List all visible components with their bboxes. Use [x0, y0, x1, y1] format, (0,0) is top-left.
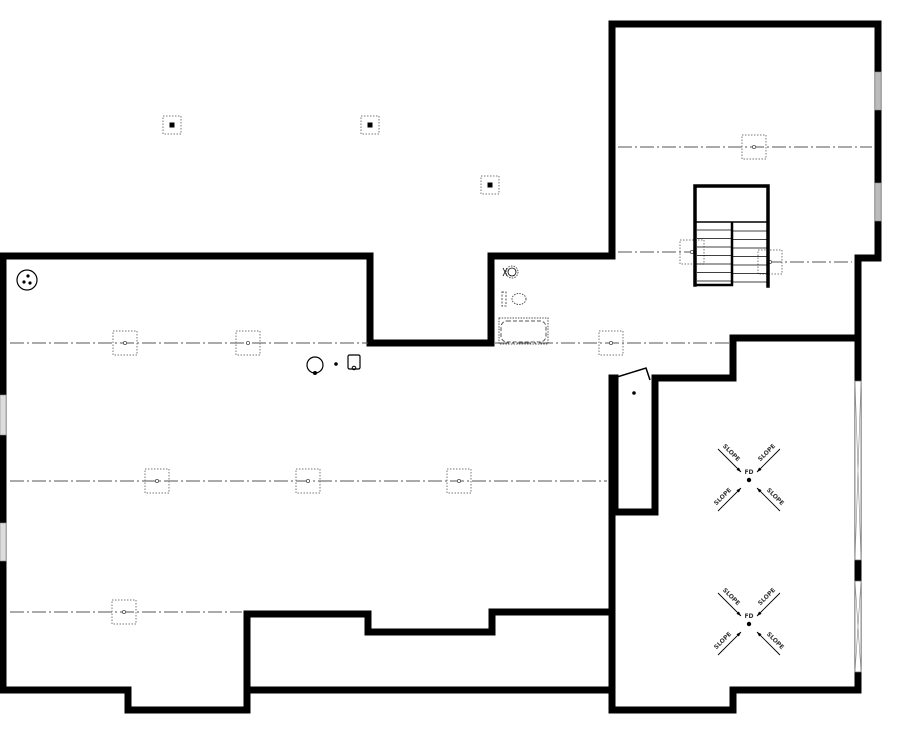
drain-icon: [746, 621, 752, 627]
recessed-light-icon: [162, 115, 182, 135]
light-fixtures: [111, 115, 783, 625]
ceiling-lines: [10, 146, 872, 613]
windows: [0, 71, 882, 673]
slope-label: SLOPE: [713, 487, 733, 507]
ceiling-light-icon: [112, 330, 138, 356]
recessed-light-icon: [480, 175, 500, 195]
ceiling-light-icon: [111, 599, 137, 625]
bath-fixtures: [498, 265, 549, 345]
drain-label: FD: [744, 613, 753, 620]
ceiling-light-icon: [741, 134, 767, 160]
ceiling-light-icon: [295, 468, 321, 494]
exterior-wall: [0, 20, 882, 714]
recessed-light-icon: [360, 115, 380, 135]
ceiling-light-icon: [679, 239, 705, 265]
drain-label: FD: [744, 469, 753, 476]
window: [874, 182, 882, 222]
slope-label: SLOPE: [765, 487, 785, 507]
sump-pump-icon: [306, 356, 338, 375]
bathtub-icon: [498, 317, 549, 345]
closet-wall: [611, 374, 659, 516]
lower-left-wall: [0, 252, 616, 714]
drain-icon: [746, 477, 752, 483]
closet-door[interactable]: [616, 367, 651, 381]
slope-label: SLOPE: [757, 443, 777, 463]
slope-arrow: [717, 631, 742, 656]
slope-arrow: [756, 487, 781, 512]
slope-arrow: [756, 592, 781, 617]
ceiling-light-icon: [235, 330, 261, 356]
water-heater-icon: [16, 269, 38, 291]
window: [874, 71, 882, 111]
sink-icon: [505, 265, 519, 279]
closet-fixture: [632, 391, 636, 395]
staircase[interactable]: [693, 184, 770, 288]
toilet-icon: [501, 291, 507, 307]
slope-label: SLOPE: [713, 631, 733, 651]
slope-arrow: [717, 487, 742, 512]
slope-arrow: [756, 631, 781, 656]
slope-arrow: [717, 448, 742, 473]
slope-label: SLOPE: [765, 631, 785, 651]
slope-arrow: [756, 448, 781, 473]
ceiling-light-icon: [144, 468, 170, 494]
ceiling-light-icon: [598, 330, 624, 356]
slope-arrow: [717, 592, 742, 617]
slope-label: SLOPE: [721, 587, 741, 607]
window: [0, 522, 7, 562]
ceiling-light-icon: [446, 468, 472, 494]
slope-label: SLOPE: [721, 443, 741, 463]
slope-label: SLOPE: [757, 587, 777, 607]
sliding-door: [854, 380, 862, 673]
electrical-panel-icon: [347, 354, 361, 371]
window: [0, 394, 7, 436]
